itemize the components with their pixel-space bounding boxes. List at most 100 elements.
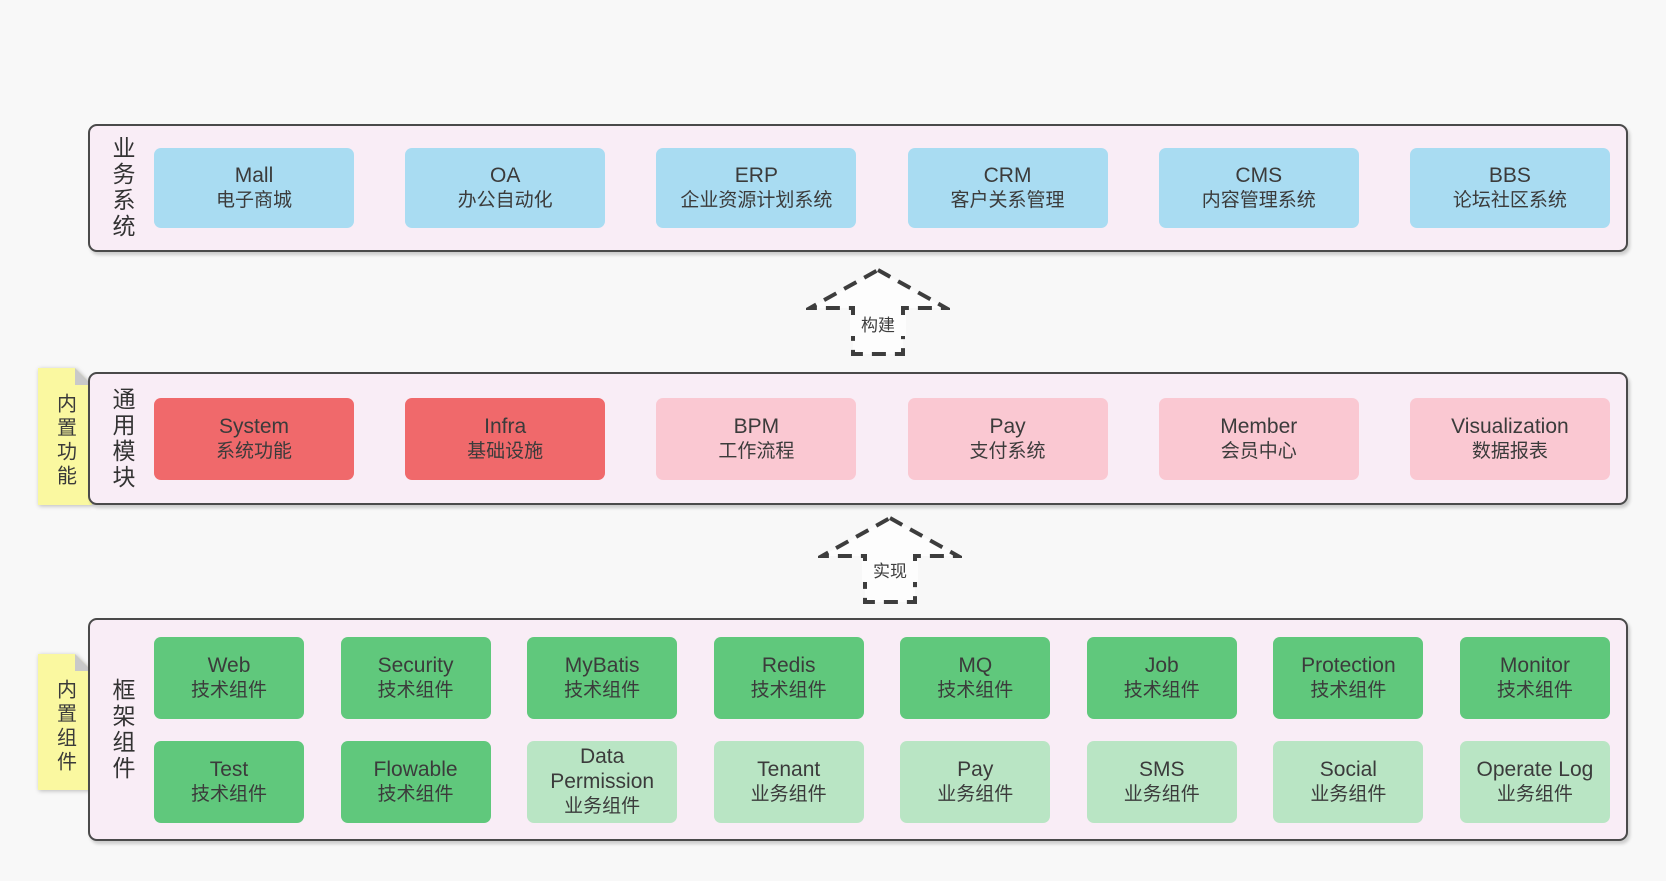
section-label-common-modules: 通用模块 (109, 386, 135, 491)
box-subtitle: 技术组件 (564, 679, 641, 701)
box-title: BPM (733, 414, 780, 438)
box-subtitle: 技术组件 (190, 783, 267, 805)
box-subtitle: 技术组件 (1123, 679, 1200, 701)
box-title: CRM (983, 164, 1032, 187)
box-title: Mall (234, 164, 274, 187)
box-subtitle: 技术组件 (750, 679, 827, 701)
box-band: System 系统功能 Infra 基础设施 BPM 工作流程 Pay 支付系统… (154, 374, 1610, 503)
box-subtitle: 业务组件 (750, 783, 827, 805)
box-title: Flowable (373, 757, 458, 781)
box-title: BBS (1488, 164, 1531, 187)
box-subtitle: 系统功能 (215, 440, 292, 462)
component-row-2: Test 技术组件 Flowable 技术组件 Data Permission … (154, 740, 1610, 823)
box-tenant: Tenant 业务组件 (713, 740, 864, 823)
box-title: Protection (1301, 653, 1396, 677)
box-pay-business: Pay 业务组件 (900, 740, 1051, 823)
section-label-framework-components: 框架组件 (109, 677, 135, 782)
box-subtitle: 技术组件 (937, 679, 1014, 701)
box-redis: Redis 技术组件 (713, 636, 864, 719)
box-web: Web 技术组件 (154, 636, 304, 719)
box-flowable: Flowable 技术组件 (340, 740, 491, 823)
box-subtitle: 技术组件 (190, 679, 267, 701)
box-system: System 系统功能 (154, 397, 354, 480)
box-title: Pay (989, 414, 1026, 438)
box-bpm: BPM 工作流程 (656, 397, 857, 480)
box-pay: Pay 支付系统 (907, 397, 1108, 480)
box-cms: CMS 内容管理系统 (1158, 148, 1359, 228)
box-title: Pay (957, 757, 994, 781)
box-erp: ERP 企业资源计划系统 (656, 148, 857, 228)
box-subtitle: 电子商城 (215, 190, 292, 211)
box-subtitle: 技术组件 (377, 679, 454, 701)
box-title: Redis (761, 653, 816, 677)
box-title: OA (490, 164, 521, 187)
box-subtitle: 业务组件 (1123, 783, 1200, 805)
box-sms: SMS 业务组件 (1086, 740, 1237, 823)
box-title: Data Permission (550, 745, 655, 793)
box-title: Member (1220, 414, 1298, 438)
box-subtitle: 论坛社区系统 (1452, 190, 1567, 211)
box-title: Monitor (1499, 653, 1570, 677)
box-subtitle: 业务组件 (1496, 783, 1573, 805)
box-infra: Infra 基础设施 (405, 397, 606, 480)
box-subtitle: 企业资源计划系统 (680, 190, 833, 211)
box-subtitle: 工作流程 (718, 440, 795, 462)
box-title: SMS (1139, 757, 1185, 781)
box-subtitle: 内容管理系统 (1201, 190, 1316, 211)
box-subtitle: 技术组件 (377, 783, 454, 805)
box-band: Mall 电子商城 OA 办公自动化 ERP 企业资源计划系统 CRM 客户关系… (154, 126, 1610, 250)
box-bbs: BBS 论坛社区系统 (1409, 148, 1610, 228)
box-title: Security (377, 653, 454, 677)
box-title: System (218, 414, 289, 438)
box-mall: Mall 电子商城 (154, 148, 354, 228)
box-social: Social 业务组件 (1273, 740, 1424, 823)
sticky-note-label: 内置组件 (53, 679, 76, 775)
implement-arrow-icon (818, 515, 962, 604)
sticky-paper (38, 368, 92, 505)
section-label-business-systems: 业务系统 (109, 136, 135, 240)
component-row-1: Web 技术组件 Security 技术组件 MyBatis 技术组件 Redi… (154, 636, 1610, 719)
sticky-paper (38, 654, 92, 790)
box-subtitle: 客户关系管理 (950, 190, 1065, 211)
box-subtitle: 业务组件 (564, 796, 641, 817)
build-arrow-icon (806, 267, 950, 356)
box-mybatis: MyBatis 技术组件 (527, 636, 678, 719)
box-monitor: Monitor 技术组件 (1459, 636, 1610, 719)
box-title: Social (1319, 757, 1377, 781)
box-job: Job 技术组件 (1086, 636, 1237, 719)
box-subtitle: 会员中心 (1220, 440, 1297, 462)
box-title: Test (209, 757, 249, 781)
box-subtitle: 支付系统 (969, 440, 1046, 462)
box-member: Member 会员中心 (1158, 397, 1359, 480)
box-security: Security 技术组件 (340, 636, 491, 719)
sticky-note-builtin-features: 内置功能 (38, 368, 92, 505)
box-subtitle: 技术组件 (1310, 679, 1387, 701)
box-title: CMS (1235, 164, 1283, 187)
sticky-note-label: 内置功能 (53, 393, 76, 489)
box-title: Job (1144, 653, 1179, 677)
box-title: MQ (958, 653, 993, 677)
box-subtitle: 办公自动化 (457, 190, 553, 211)
box-rows: Web 技术组件 Security 技术组件 MyBatis 技术组件 Redi… (154, 620, 1610, 839)
box-title: Tenant (757, 757, 821, 781)
box-title: Visualization (1451, 414, 1569, 438)
box-oa: OA 办公自动化 (405, 148, 606, 228)
box-visualization: Visualization 数据报表 (1409, 397, 1610, 480)
panel-business-systems: 业务系统 Mall 电子商城 OA 办公自动化 ERP 企业资源计划系统 CRM… (88, 124, 1628, 252)
box-subtitle: 数据报表 (1471, 440, 1548, 462)
build-arrow-label: 构建 (850, 315, 906, 336)
box-protection: Protection 技术组件 (1273, 636, 1424, 719)
panel-common-modules: 通用模块 System 系统功能 Infra 基础设施 BPM 工作流程 Pay… (88, 372, 1628, 505)
box-operate-log: Operate Log 业务组件 (1459, 740, 1610, 823)
box-crm: CRM 客户关系管理 (907, 148, 1108, 228)
box-title: Web (207, 653, 251, 677)
box-title: Infra (484, 414, 527, 438)
box-subtitle: 业务组件 (937, 783, 1014, 805)
box-title: Operate Log (1476, 757, 1594, 781)
box-title: MyBatis (564, 653, 640, 677)
box-data-permission: Data Permission 业务组件 (527, 740, 678, 823)
box-title: ERP (734, 164, 778, 187)
box-subtitle: 技术组件 (1496, 679, 1573, 701)
implement-arrow-label: 实现 (862, 561, 918, 582)
